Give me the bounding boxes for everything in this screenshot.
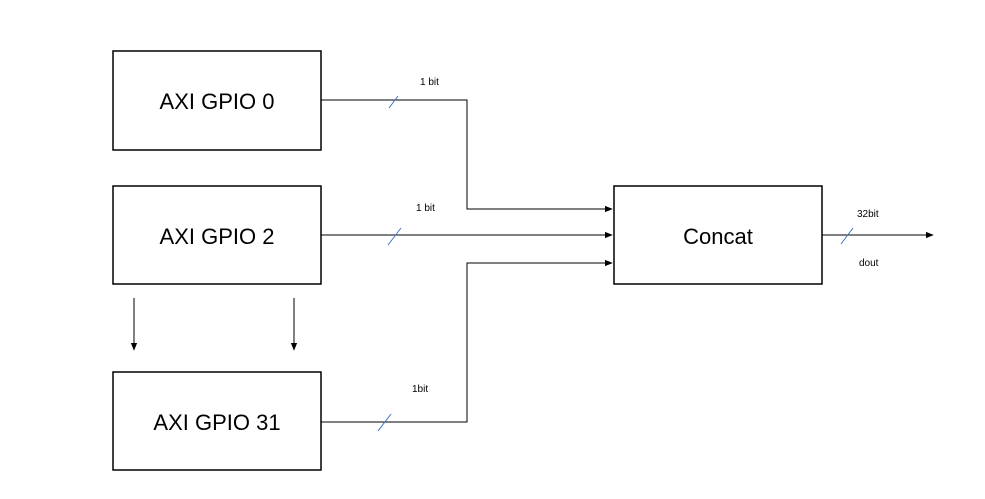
block-axi-gpio-2: AXI GPIO 2 <box>112 185 322 285</box>
block-label-concat: Concat <box>683 224 753 249</box>
block-axi-gpio-0: AXI GPIO 0 <box>112 50 322 151</box>
bus-slash-gpio31 <box>377 413 392 432</box>
bus-slash-gpio0 <box>388 95 399 109</box>
wire-gpio31-to-concat <box>321 259 613 423</box>
block-axi-gpio-31: AXI GPIO 31 <box>112 371 322 471</box>
wire-label-gpio2-width: 1 bit <box>416 203 435 214</box>
wire-label-gpio0-width: 1 bit <box>420 77 439 88</box>
block-concat: Concat <box>613 185 823 285</box>
block-label-axi-gpio-31: AXI GPIO 31 <box>153 410 280 435</box>
block-label-axi-gpio-2: AXI GPIO 2 <box>160 224 275 249</box>
wire-label-output-name: dout <box>859 258 879 269</box>
bus-slash-gpio2 <box>387 227 402 246</box>
wire-label-gpio31-width: 1bit <box>412 384 428 395</box>
block-label-axi-gpio-0: AXI GPIO 0 <box>160 89 275 114</box>
wire-label-output-width: 32bit <box>857 209 879 220</box>
wire-gpio0-to-concat <box>321 99 613 213</box>
bus-slash-output <box>840 227 854 245</box>
